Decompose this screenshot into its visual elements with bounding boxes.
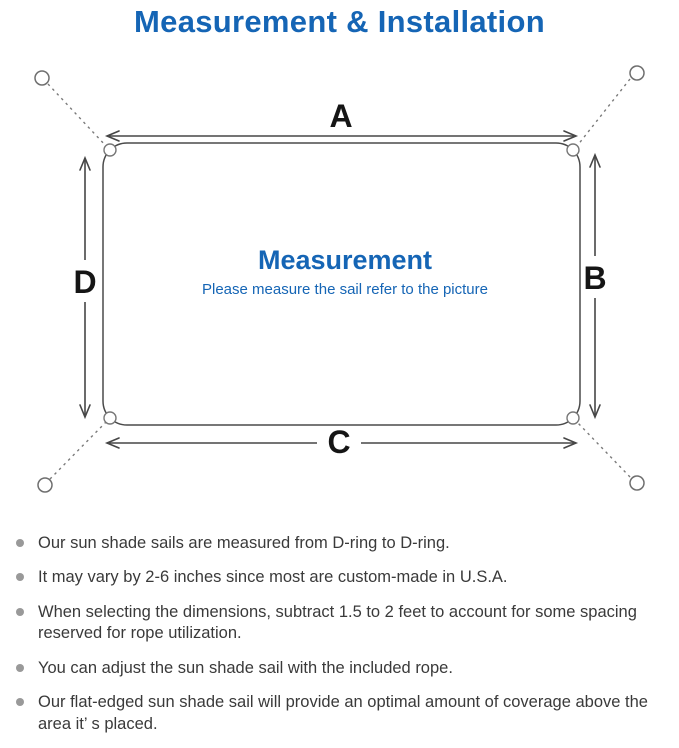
- list-item: When selecting the dimensions, subtract …: [14, 602, 671, 645]
- diagram-title: Measurement: [258, 245, 432, 275]
- dimension-label-c: C: [327, 424, 350, 460]
- note-text: It may vary by 2-6 inches since most are…: [38, 568, 508, 587]
- dimension-label-d: D: [73, 264, 96, 300]
- dimension-arrow-d: [79, 155, 91, 420]
- list-item: It may vary by 2-6 inches since most are…: [14, 567, 671, 588]
- d-ring-top-left: [103, 143, 117, 157]
- sail-outline: [102, 142, 581, 426]
- bullet-icon: [16, 573, 24, 582]
- page-title: Measurement & Installation: [134, 4, 545, 39]
- diagram-subtitle: Please measure the sail refer to the pic…: [202, 281, 488, 298]
- measurement-diagram: A C D B Measurement Please measure the s…: [34, 65, 645, 493]
- dimension-arrow-a: [104, 130, 579, 142]
- dimension-arrow-c: [104, 437, 579, 449]
- note-text: Our flat-edged sun shade sail will provi…: [38, 693, 648, 733]
- list-item: You can adjust the sun shade sail with t…: [14, 658, 671, 679]
- anchor-ring-top-right: [629, 65, 645, 81]
- d-ring-bottom-right: [566, 411, 580, 425]
- tie-line-top-left: [47, 83, 107, 147]
- note-text: Our sun shade sails are measured from D-…: [38, 534, 450, 552]
- anchor-ring-bottom-right: [629, 475, 645, 491]
- tie-line-bottom-right: [576, 421, 631, 478]
- d-ring-top-right: [566, 143, 580, 157]
- anchor-ring-top-left: [34, 70, 50, 86]
- list-item: Our flat-edged sun shade sail will provi…: [14, 692, 671, 735]
- bullet-icon: [16, 698, 24, 707]
- note-text: When selecting the dimensions, subtract …: [38, 602, 637, 643]
- dimension-arrow-b: [589, 152, 601, 420]
- notes-list: Our sun shade sails are measured from D-…: [14, 533, 671, 735]
- dimension-label-b: B: [583, 260, 606, 296]
- tie-line-top-right: [576, 78, 631, 147]
- bullet-icon: [16, 607, 24, 616]
- d-ring-bottom-left: [103, 411, 117, 425]
- notes-section: Our sun shade sails are measured from D-…: [14, 533, 671, 748]
- note-text: You can adjust the sun shade sail with t…: [38, 658, 453, 677]
- dimension-label-a: A: [329, 98, 352, 134]
- anchor-ring-bottom-left: [37, 477, 53, 493]
- bullet-icon: [16, 663, 24, 672]
- list-item: Our sun shade sails are measured from D-…: [14, 533, 671, 554]
- tie-line-bottom-left: [49, 421, 107, 480]
- bullet-icon: [16, 539, 24, 547]
